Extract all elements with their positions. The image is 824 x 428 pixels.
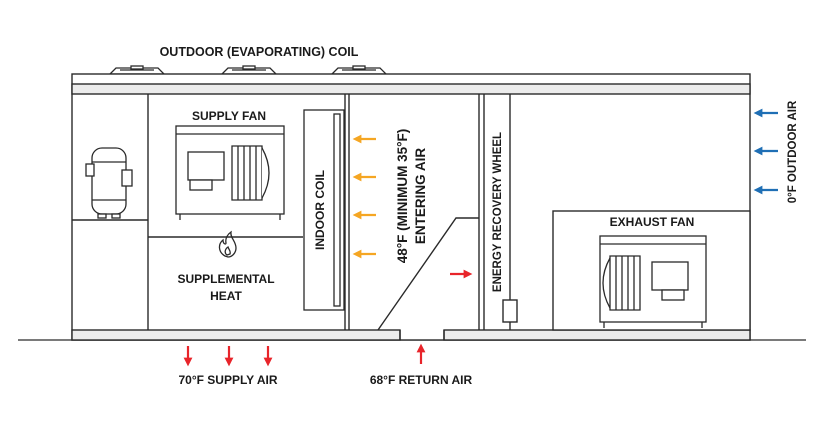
hot-air-arrows	[183, 269, 473, 367]
supply-fan-label: SUPPLY FAN	[192, 109, 266, 123]
energy-recovery-wheel-label: ENERGY RECOVERY WHEEL	[492, 132, 504, 292]
exhaust-fan-label: EXHAUST FAN	[610, 215, 695, 229]
outdoor-air-label: 0°F OUTDOOR AIR	[787, 100, 799, 203]
fan-unit-icon	[108, 65, 166, 75]
supplemental-heat-label-line2: HEAT	[210, 289, 242, 303]
outdoor-air-arrows	[753, 108, 778, 195]
indoor-coil	[303, 109, 345, 311]
supply-air-label: 70°F SUPPLY AIR	[178, 373, 277, 387]
outdoor-coil-fans	[108, 65, 388, 75]
compressor-icon	[85, 147, 133, 219]
indoor-coil-label: INDOOR COIL	[313, 170, 327, 250]
entering-air-arrows	[352, 134, 376, 259]
fan-unit-icon	[220, 65, 278, 75]
outdoor-coil-label: OUTDOOR (EVAPORATING) COIL	[160, 45, 359, 59]
return-air-label: 68°F RETURN AIR	[370, 373, 473, 387]
fan-unit-icon	[330, 65, 388, 75]
supplemental-heat-label-line1: SUPPLEMENTAL	[177, 272, 274, 286]
entering-air-label-line1: 48°F (MINIMUM 35°F)	[395, 129, 410, 264]
flame-icon	[218, 230, 237, 258]
exhaust-fan-blower-icon	[599, 235, 707, 328]
supply-fan-blower-icon	[175, 125, 285, 220]
entering-air-label-line2: ENTERING AIR	[413, 148, 428, 245]
